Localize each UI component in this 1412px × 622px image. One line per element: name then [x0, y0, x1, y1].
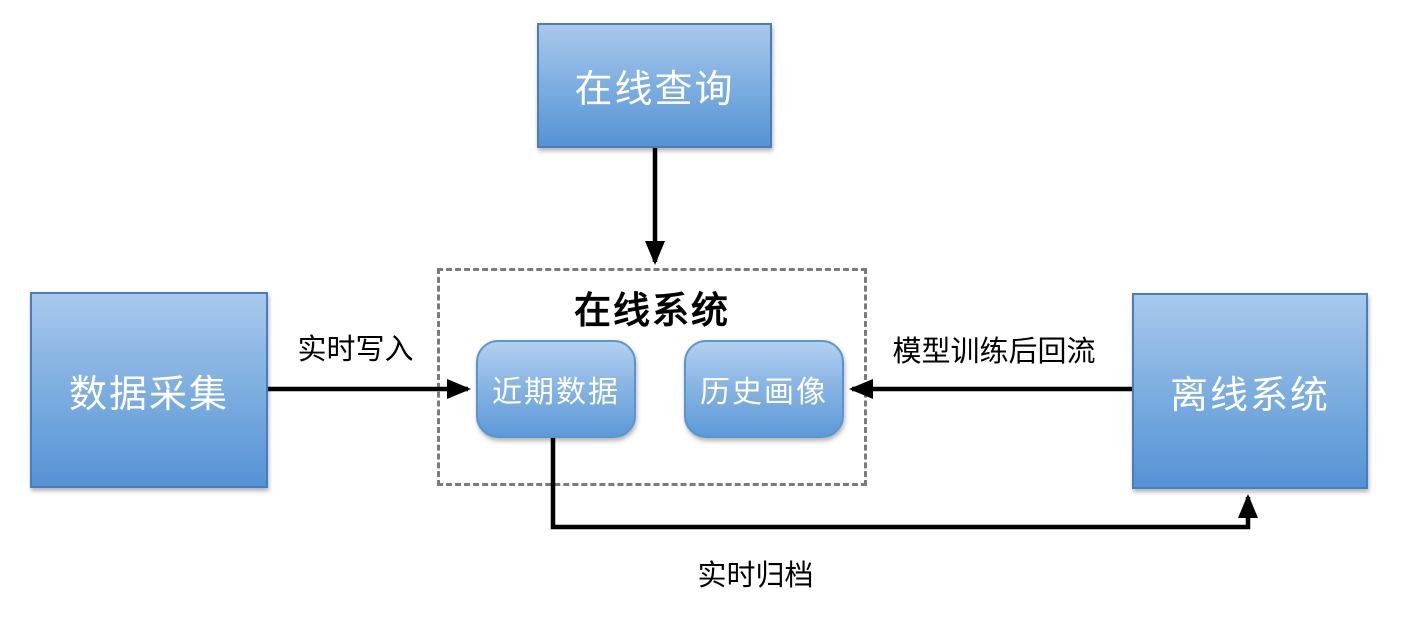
edge-label-model-backflow: 模型训练后回流 [892, 334, 1096, 368]
node-history-profile: 历史画像 [684, 340, 844, 438]
node-data-collection-label: 数据采集 [68, 371, 229, 416]
node-recent-data: 近期数据 [476, 340, 636, 438]
edge-label-realtime-archive: 实时归档 [697, 558, 814, 592]
edge-label-realtime-write: 实时写入 [297, 332, 414, 366]
online-system-group-label: 在线系统 [574, 288, 730, 332]
node-recent-data-label: 近期数据 [492, 375, 620, 410]
node-online-query: 在线查询 [537, 23, 772, 148]
node-data-collection: 数据采集 [30, 292, 268, 488]
node-online-query-label: 在线查询 [574, 67, 735, 111]
node-history-profile-label: 历史画像 [700, 375, 828, 410]
node-offline-system-label: 离线系统 [1169, 372, 1330, 417]
node-offline-system: 离线系统 [1132, 293, 1368, 489]
